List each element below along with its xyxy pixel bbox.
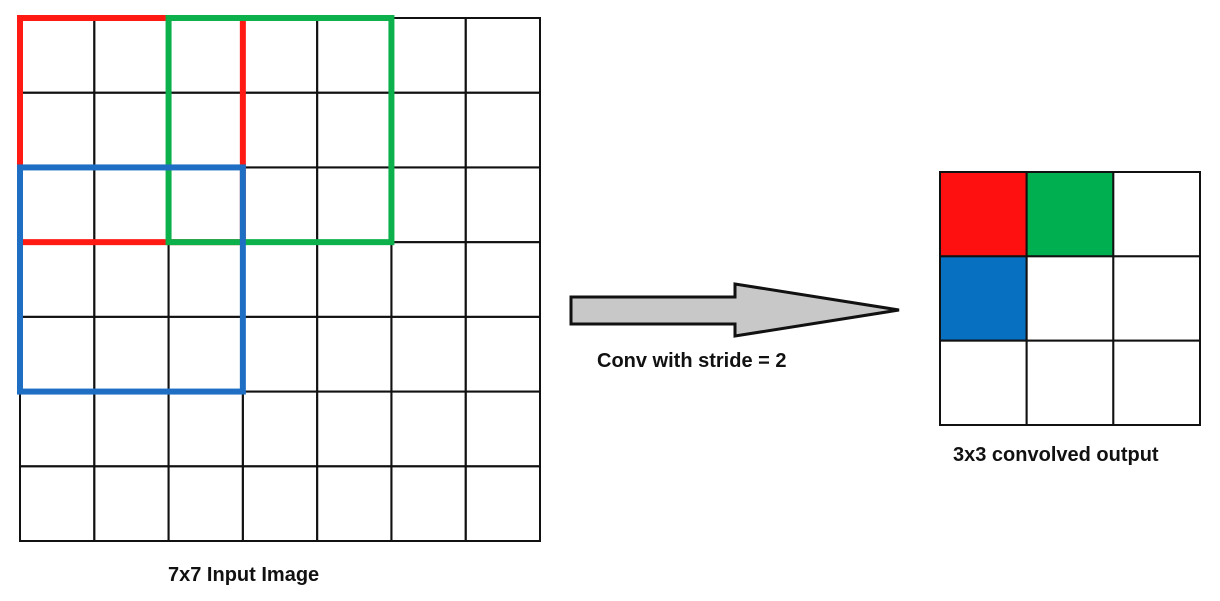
output-cell-filled (939, 171, 1028, 258)
right-arrow-icon (569, 282, 900, 338)
input-cell (316, 241, 393, 318)
convolution-label: Conv with stride = 2 (597, 350, 787, 372)
input-cell (316, 17, 393, 94)
input-cell (464, 166, 542, 244)
input-cell (167, 465, 244, 542)
input-cell (390, 241, 467, 318)
input-cell (464, 315, 542, 393)
input-image-grid (19, 17, 542, 542)
input-cell (390, 166, 467, 244)
input-cell (464, 465, 542, 542)
kernel-windows (17, 15, 395, 395)
input-cell (464, 390, 542, 468)
input-cell (464, 17, 542, 94)
input-cell (390, 91, 467, 169)
input-cell (93, 17, 170, 94)
kernel-window-2 (165, 15, 395, 246)
kernel-window-1 (17, 15, 246, 246)
input-cell (93, 465, 170, 542)
input-cell (316, 315, 393, 393)
output-cell (1112, 255, 1202, 342)
input-cell (19, 17, 96, 94)
input-cell (241, 390, 319, 468)
input-cell (19, 166, 96, 244)
input-cell (316, 91, 393, 169)
output-caption: 3x3 convolved output (953, 444, 1159, 466)
output-cell (1025, 255, 1115, 342)
input-cell (167, 241, 244, 318)
output-cell (1112, 339, 1202, 426)
kernel-window-3 (17, 164, 246, 395)
input-cell (19, 241, 96, 318)
output-cell (1025, 339, 1115, 426)
input-cell (19, 465, 96, 542)
input-cell (167, 390, 244, 468)
output-cell (939, 339, 1028, 426)
input-cell (93, 315, 170, 393)
input-cell (19, 390, 96, 468)
output-cell (1112, 171, 1202, 258)
input-cell (167, 166, 244, 244)
input-cell (167, 315, 244, 393)
input-cell (93, 390, 170, 468)
input-cell (390, 390, 467, 468)
input-cell (390, 465, 467, 542)
input-cell (167, 91, 244, 169)
input-cell (93, 241, 170, 318)
input-cell (316, 390, 393, 468)
input-cell (241, 315, 319, 393)
output-cell-filled (1025, 171, 1115, 258)
input-cell (241, 91, 319, 169)
input-cell (19, 91, 96, 169)
input-cell (464, 91, 542, 169)
input-cell (241, 166, 319, 244)
input-image-caption: 7x7 Input Image (168, 564, 320, 586)
input-cell (390, 315, 467, 393)
output-grid (939, 171, 1202, 426)
input-cell (241, 465, 319, 542)
input-cell (316, 465, 393, 542)
input-cell (167, 17, 244, 94)
input-cell (241, 241, 319, 318)
input-cell (316, 166, 393, 244)
output-cell-filled (939, 255, 1028, 342)
input-cell (93, 166, 170, 244)
input-cell (241, 17, 319, 94)
input-cell (93, 91, 170, 169)
input-cell (464, 241, 542, 318)
input-cell (390, 17, 467, 94)
input-cell (19, 315, 96, 393)
